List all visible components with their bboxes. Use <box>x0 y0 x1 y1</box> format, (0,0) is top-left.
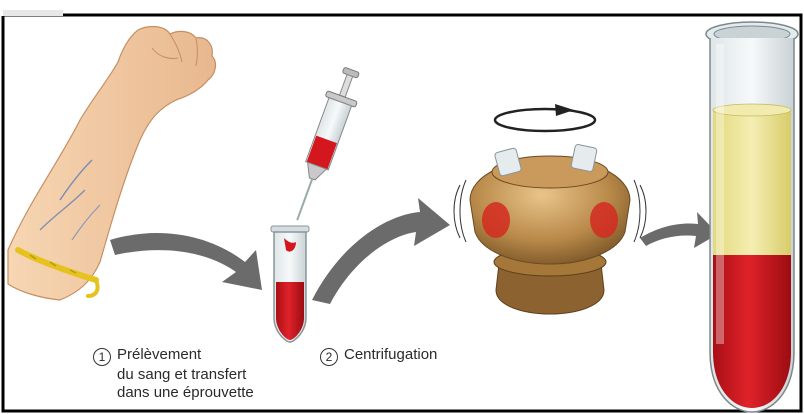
step-1-line-3: dans une éprouvette <box>93 384 254 402</box>
test-tube-icon <box>271 226 309 342</box>
step-2-number: 2 <box>320 348 338 366</box>
step-1-caption: 1 Prélèvement du sang et transfert dans u… <box>93 346 254 402</box>
step-2-caption: 2 Centrifugation <box>320 346 437 366</box>
step-1-number: 1 <box>93 348 111 366</box>
flow-arrow-3 <box>640 212 718 248</box>
flow-arrow-1 <box>110 233 262 290</box>
centrifuge-icon <box>454 144 646 314</box>
separated-blood-tube-icon <box>706 22 798 412</box>
step-1-line-2: du sang et transfert <box>93 366 254 384</box>
flow-arrow-2 <box>312 198 450 304</box>
rotation-arrow-icon <box>495 104 595 131</box>
syringe-icon <box>282 64 367 225</box>
step-1-line-1: Prélèvement <box>117 346 201 363</box>
step-2-line-1: Centrifugation <box>344 346 437 363</box>
